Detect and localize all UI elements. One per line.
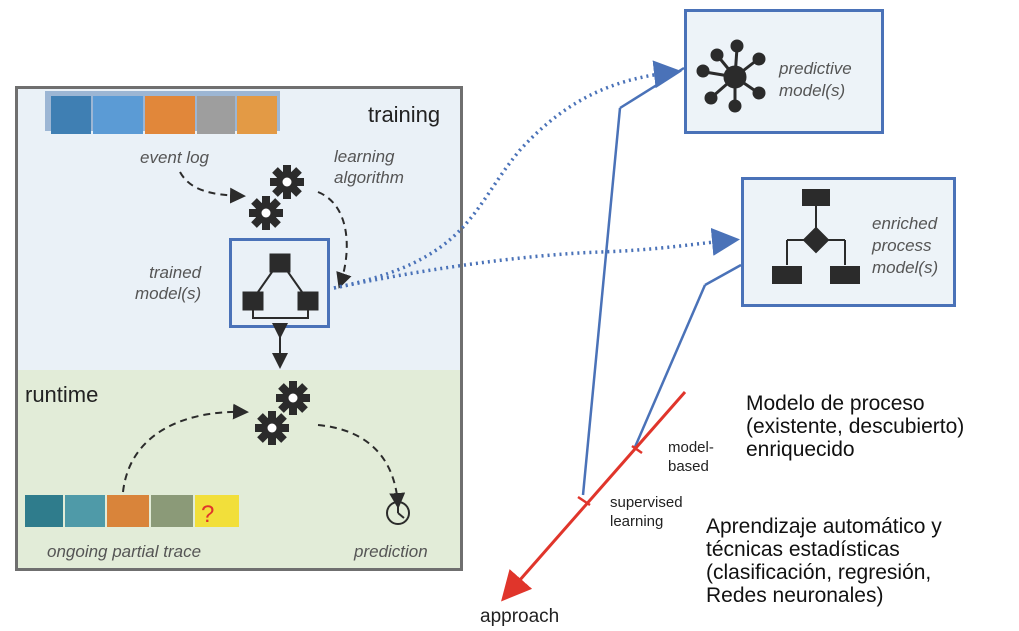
supervised-learning-label: supervised learning (610, 494, 683, 530)
gear-icon (255, 411, 289, 445)
process-mining-panel (15, 86, 463, 571)
gear-icon (270, 165, 304, 199)
gear-icon (276, 381, 310, 415)
enriched-process-model-box (741, 177, 956, 307)
partial-trace-table-icon (25, 495, 245, 527)
prediction-label: prediction (354, 542, 428, 561)
network-icon (696, 39, 766, 113)
gear-icon (249, 196, 283, 230)
process-model-note: Modelo de proceso (existente, descubiert… (746, 392, 965, 461)
training-label: training (368, 102, 441, 127)
model-based-label: model- based (668, 439, 714, 475)
trained-model-box (229, 238, 330, 328)
unknown-event-icon: ? (201, 501, 214, 528)
clock-icon (386, 501, 410, 525)
trained-models-label: trained model(s) (135, 263, 202, 303)
enriched-process-model-label: enriched process model(s) (872, 214, 939, 277)
predictive-model-label: predictive model(s) (779, 59, 852, 100)
ongoing-partial-trace-label: ongoing partial trace (47, 542, 202, 561)
machine-learning-note: Aprendizaje automático y técnicas estadí… (706, 515, 942, 607)
learning-algorithm-label: learning algorithm (334, 147, 404, 187)
model-network-icon (242, 253, 319, 319)
runtime-section (18, 370, 460, 568)
approach-label: approach (480, 606, 560, 627)
predictive-model-box (684, 9, 884, 134)
event-log-table-icon (45, 91, 280, 137)
runtime-label: runtime (25, 382, 99, 407)
event-log-label: event log (140, 148, 209, 167)
flowchart-icon (772, 189, 860, 284)
